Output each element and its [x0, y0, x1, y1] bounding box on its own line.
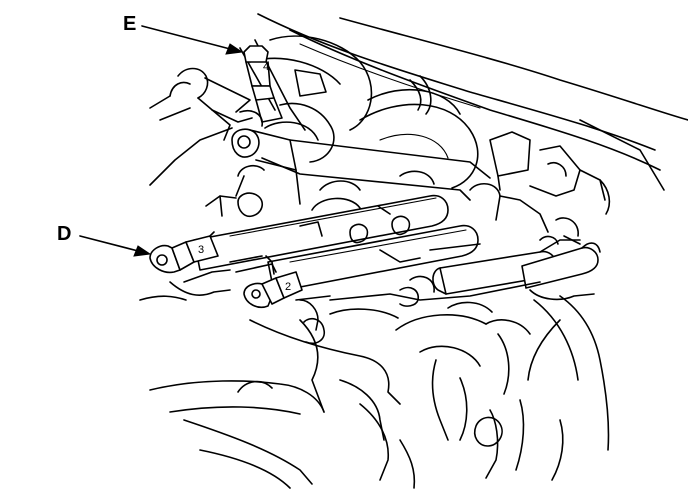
- callout-E: E: [123, 13, 244, 55]
- lower-head-contour: [139, 281, 610, 481]
- bolt-E: 4: [243, 45, 283, 123]
- callout-E-label: E: [123, 13, 136, 35]
- callout-D-leader-line: [79, 235, 143, 253]
- intake-manifold-body: [239, 35, 479, 189]
- injector-2: 2: [243, 255, 331, 309]
- callout-D-label: D: [57, 223, 71, 245]
- upper-left-bracket: [149, 67, 253, 186]
- fuel-rail-upper: [193, 194, 449, 271]
- callout-E-arrowhead: [225, 43, 244, 55]
- engine-block-lower: [149, 319, 416, 489]
- callout-E-leader-line: [141, 25, 235, 51]
- manifold-ports: [311, 119, 665, 233]
- injector-tag-4: 4: [263, 61, 269, 73]
- injector-tag-2: 2: [285, 281, 291, 293]
- callout-D-arrowhead: [133, 245, 152, 257]
- injector-tag-3: 3: [198, 244, 204, 256]
- callout-D: D: [57, 223, 152, 257]
- upper-rail-bracket: [205, 110, 491, 218]
- fuel-rail-lower: [267, 224, 481, 293]
- rail-right-end: [409, 217, 601, 295]
